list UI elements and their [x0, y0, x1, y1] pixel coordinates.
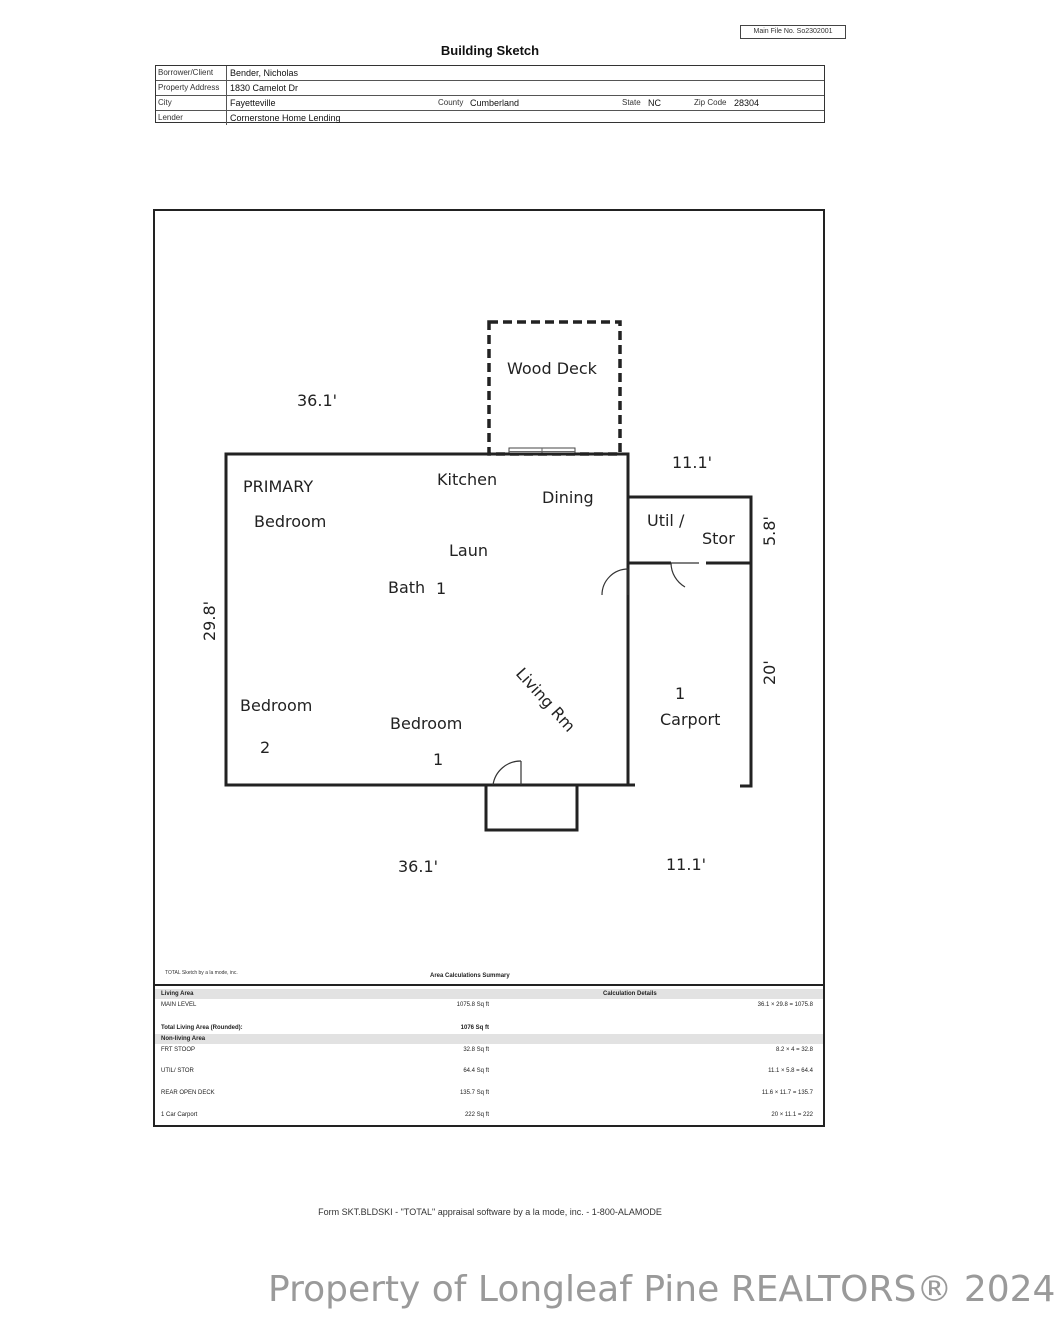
lender-label: Lender — [158, 113, 183, 122]
row-name: REAR OPEN DECK — [161, 1090, 215, 1096]
label-bedroom-2-num: 2 — [260, 738, 270, 757]
row-area: 64.4 Sq ft — [463, 1068, 489, 1074]
label-bath: Bath — [388, 578, 425, 597]
form-footer: Form SKT.BLDSKI - "TOTAL" appraisal soft… — [318, 1207, 662, 1217]
summary-row: FRT STOOP 32.8 Sq ft 8.2 × 4 = 32.8 — [155, 1045, 823, 1055]
label-bath-num: 1 — [436, 579, 446, 598]
main-level-name: MAIN LEVEL — [161, 1002, 197, 1008]
main-level-area: 1075.8 Sq ft — [456, 1002, 489, 1008]
area-summary-table: Living Area Calculation Details MAIN LEV… — [155, 984, 823, 1127]
label-bedroom-1-num: 1 — [433, 750, 443, 769]
row-calc: 8.2 × 4 = 32.8 — [775, 1047, 813, 1053]
summary-row: REAR OPEN DECK 135.7 Sq ft 11.6 × 11.7 =… — [155, 1088, 823, 1098]
address-value: 1830 Camelot Dr — [230, 83, 299, 93]
dim-top-main: 36.1' — [297, 391, 337, 410]
label-carport: Carport — [660, 710, 720, 729]
city-label: City — [158, 98, 172, 107]
dim-right-upper: 5.8' — [760, 516, 779, 546]
carport-outline — [740, 563, 753, 788]
label-kitchen: Kitchen — [437, 470, 497, 489]
summary-header-living: Living Area Calculation Details — [155, 989, 823, 999]
row-area: 32.8 Sq ft — [463, 1047, 489, 1053]
row-calc: 11.6 × 11.7 = 135.7 — [761, 1090, 813, 1096]
state-label: State — [622, 98, 641, 107]
label-dining: Dining — [542, 488, 594, 507]
label-bedroom-2: Bedroom — [240, 696, 312, 715]
lender-value: Cornerstone Home Lending — [230, 113, 341, 123]
summary-header-non-living: Non-living Area — [155, 1034, 823, 1044]
info-row-address: Property Address 1830 Camelot Dr — [156, 81, 824, 96]
dim-right-lower: 20' — [760, 660, 779, 685]
wood-deck-outline — [487, 320, 622, 456]
zip-label: Zip Code — [694, 98, 727, 107]
main-level-calc: 36.1 × 29.8 = 1075.8 — [757, 1002, 813, 1008]
property-info-table: Borrower/Client Bender, Nicholas Propert… — [155, 65, 825, 125]
door-swing-front — [492, 760, 522, 786]
label-carport-num: 1 — [675, 684, 685, 703]
summary-row-main-level: MAIN LEVEL 1075.8 Sq ft 36.1 × 29.8 = 10… — [155, 1000, 823, 1010]
row-name: 1 Car Carport — [161, 1112, 198, 1118]
util-stor-outline — [628, 495, 753, 563]
front-stoop — [484, 785, 579, 832]
main-house-outline — [224, 452, 630, 787]
city-value: Fayetteville — [230, 98, 276, 108]
label-stor: Stor — [702, 529, 735, 548]
county-label: County — [438, 98, 464, 107]
dim-top-side: 11.1' — [672, 453, 712, 472]
dim-bottom-side: 11.1' — [666, 855, 706, 874]
borrower-label: Borrower/Client — [158, 68, 214, 77]
row-name: FRT STOOP — [161, 1047, 196, 1053]
row-calc: 11.1 × 5.8 = 64.4 — [768, 1068, 813, 1074]
summary-row: 1 Car Carport 222 Sq ft 20 × 11.1 = 222 — [155, 1110, 823, 1120]
door-swing-living — [601, 568, 629, 596]
sketch-frame — [153, 209, 825, 1127]
living-area-label: Living Area — [161, 991, 194, 997]
row-area: 222 Sq ft — [464, 1112, 489, 1118]
document-title: Building Sketch — [440, 43, 540, 58]
floor-plan: Wood Deck PRIMARY Bedroom Kitchen Dining… — [200, 320, 779, 876]
door-swing-util — [670, 562, 686, 588]
row-name: UTIL/ STOR — [161, 1068, 194, 1074]
main-file-number: Main File No. So2302001 — [740, 25, 846, 39]
label-bedroom-1: Bedroom — [390, 714, 462, 733]
state-value: NC — [648, 98, 661, 108]
label-util: Util / — [647, 511, 685, 530]
summary-row-total: Total Living Area (Rounded): 1076 Sq ft — [155, 1023, 823, 1033]
label-living-rm: Living Rm — [512, 664, 579, 736]
non-living-label: Non-living Area — [161, 1036, 206, 1042]
watermark: Property of Longleaf Pine REALTORS® 2024 — [268, 1269, 1055, 1310]
county-value: Cumberland — [470, 98, 520, 108]
label-wood-deck: Wood Deck — [507, 359, 598, 378]
zip-value: 28304 — [734, 98, 760, 108]
sketch-software-note: TOTAL Sketch by a la mode, inc. — [165, 970, 238, 976]
label-primary: PRIMARY — [243, 477, 313, 496]
dim-left: 29.8' — [200, 601, 219, 641]
info-row-city: City Fayetteville County Cumberland Stat… — [156, 96, 824, 111]
info-row-borrower: Borrower/Client Bender, Nicholas — [156, 66, 824, 81]
borrower-value: Bender, Nicholas — [230, 68, 299, 78]
total-living-label: Total Living Area (Rounded): — [161, 1025, 243, 1031]
summary-row: UTIL/ STOR 64.4 Sq ft 11.1 × 5.8 = 64.4 — [155, 1066, 823, 1076]
row-calc: 20 × 11.1 = 222 — [771, 1112, 813, 1118]
row-area: 135.7 Sq ft — [459, 1090, 489, 1096]
total-living-area: 1076 Sq ft — [460, 1025, 489, 1031]
info-row-lender: Lender Cornerstone Home Lending — [156, 111, 824, 125]
label-laun: Laun — [449, 541, 488, 560]
dim-bottom-main: 36.1' — [398, 857, 438, 876]
calc-details-label: Calculation Details — [603, 991, 657, 997]
summary-title: Area Calculations Summary — [430, 973, 510, 979]
address-label: Property Address — [158, 83, 220, 92]
label-primary-bedroom: Bedroom — [254, 512, 326, 531]
